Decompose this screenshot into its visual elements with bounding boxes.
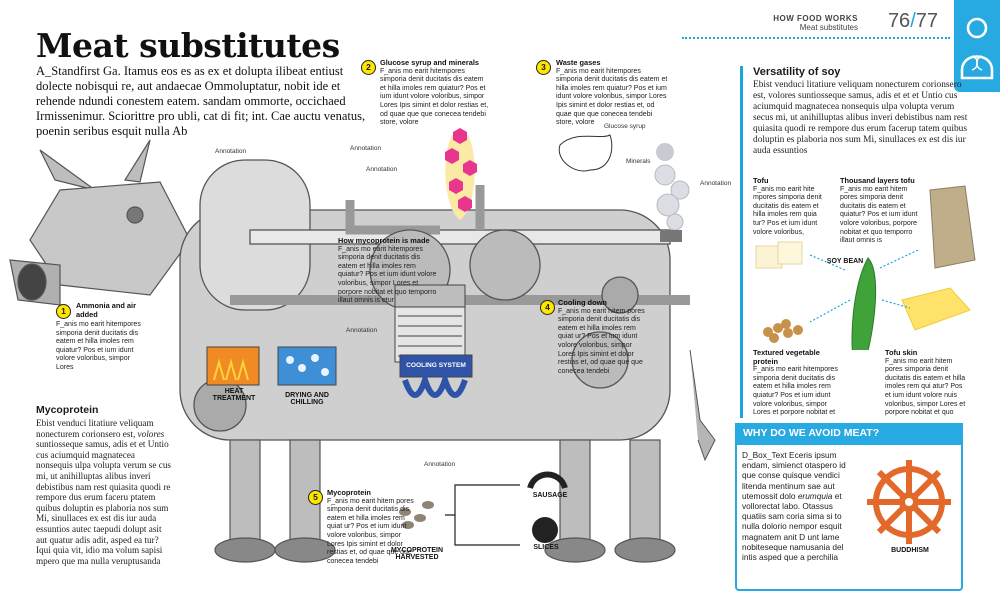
thousand-layers-icon [929, 185, 976, 269]
page-right: 77 [915, 10, 938, 32]
glucose-syrup-icon [558, 134, 613, 172]
drying-chilling-label: DRYING AND CHILLING [285, 392, 329, 406]
harvested-label: MYCOPROTEIN HARVESTED [390, 547, 444, 561]
avoid-meat-heading: WHY DO WE AVOID MEAT? [735, 423, 963, 445]
page-left: 76 [887, 10, 911, 32]
cooling-column [394, 284, 473, 398]
cow-horns [39, 139, 151, 191]
step-badge-3: 3 [536, 60, 551, 75]
page-separator: / [910, 10, 916, 32]
mycoprotein-body: Ebist venduci litatiure veliquam nonectu… [36, 418, 171, 566]
versatility-heading: Versatility of soy [753, 66, 841, 78]
section-name: HOW FOOD WORKS [773, 14, 858, 23]
page-title: Meat substitutes [36, 26, 340, 65]
cow-head [9, 181, 191, 306]
running-header: HOW FOOD WORKS Meat substitutes [773, 14, 858, 32]
annotation-1: Annotation [215, 148, 247, 155]
annotation-4: Annotation [700, 180, 732, 187]
cow-legs [214, 439, 676, 563]
step-1-title: Ammonia and air added [76, 301, 136, 319]
page-numbers: 76/77 [888, 10, 938, 33]
slice-icon [532, 517, 558, 543]
step-badge-4: 4 [540, 300, 555, 315]
standfirst: A_Standfirst Ga. Itamus eos es as ex et … [36, 64, 366, 138]
tvp-icon [763, 319, 803, 343]
mycoprotein-chunks [399, 501, 434, 529]
cow-tail [689, 349, 716, 462]
drying-box [277, 346, 337, 386]
dharma-wheel-icon [867, 460, 951, 544]
glucose-column [445, 128, 477, 220]
sausage-label: SAUSAGE [532, 492, 568, 499]
heat-treatment-label: HEAT TREATMENT [212, 388, 256, 402]
versatility-body: Ebist venduci litatiure veliquam nonectu… [753, 80, 968, 156]
tofu-cubes-icon [755, 241, 803, 269]
mycoprotein-heading: Mycoprotein [36, 404, 99, 416]
cooling-system-label: COOLING SYSTEM [406, 362, 466, 369]
soy-arrows [809, 249, 919, 323]
step-badge-1: 1 [56, 304, 71, 319]
step-badge-5: 5 [308, 490, 323, 505]
mycoprotein-machine-illustration [9, 128, 716, 563]
waste-gas-bubbles [654, 164, 690, 231]
annotation-2: Annotation [350, 145, 382, 152]
versatility-rule [740, 66, 743, 418]
soy-bean-pod-icon [851, 257, 877, 350]
buddhism-label: BUDDHISM [891, 547, 929, 554]
slices-label: SLICES [533, 544, 559, 551]
sausage-icon [527, 471, 568, 490]
avoid-meat-body: D_Box_Text Eceris ipsum endam, simienct … [742, 450, 846, 563]
heat-box [206, 346, 260, 386]
minerals-label: Minerals [626, 158, 651, 165]
chapter-tab [954, 0, 1000, 92]
header-rule [682, 37, 950, 39]
annotation-5: Annotation [346, 327, 378, 334]
subsection-name: Meat substitutes [799, 23, 858, 32]
annotation-3: Annotation [366, 166, 398, 173]
minerals-icon [656, 143, 674, 161]
output-arrows [445, 484, 520, 546]
glucose-syrup-label: Glucose syrup [604, 123, 646, 130]
annotation-6: Annotation [424, 461, 456, 468]
soy-products-illustration [755, 185, 976, 350]
soy-bean-label: SOY BEAN [826, 258, 864, 265]
step-badge-2: 2 [361, 60, 376, 75]
step-1-text: F_anis mo earit hitempores simporia deni… [56, 321, 141, 371]
tofu-skin-icon [901, 287, 971, 331]
exhaust-cap [660, 230, 682, 242]
